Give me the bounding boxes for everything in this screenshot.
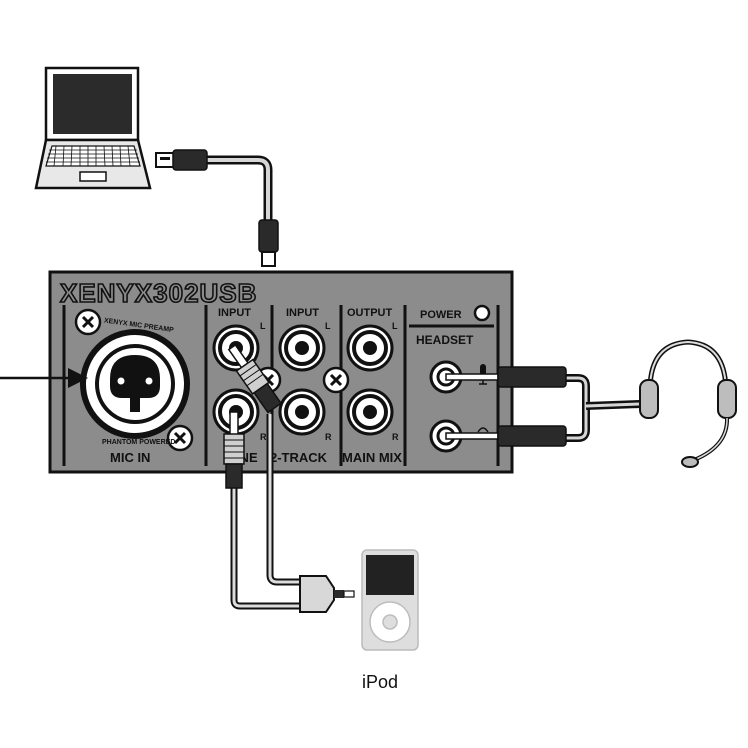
line-input-label: INPUT <box>218 307 251 319</box>
usb-plug-icon <box>155 149 208 171</box>
two-track-channel-right: R <box>325 432 332 442</box>
output-label: OUTPUT <box>347 307 393 319</box>
rca-plug-left <box>227 343 283 414</box>
rca-jack-icon <box>278 324 326 372</box>
usb-b-plug <box>258 219 279 267</box>
rca-jack-icon <box>278 388 326 436</box>
ipod-label: iPod <box>362 672 398 692</box>
screw-icon <box>74 308 102 336</box>
mic-input-arrow <box>0 368 88 388</box>
screw-icon <box>166 424 194 452</box>
phantom-powered-text: PHANTOM POWERED <box>102 439 175 446</box>
rca-jack-icon <box>346 324 394 372</box>
mic-in-label: MIC IN <box>110 450 150 465</box>
rca-cable <box>230 414 300 610</box>
power-led <box>473 304 491 322</box>
line-channel-left: L <box>260 321 266 331</box>
power-label: POWER <box>420 309 462 321</box>
two-track-channel-left: L <box>325 321 331 331</box>
main-mix-channel-right: R <box>392 432 399 442</box>
main-mix-label: MAIN MIX <box>342 450 402 465</box>
headset-icon <box>639 339 737 468</box>
ipod-icon <box>361 549 419 651</box>
headset-cable <box>565 374 641 442</box>
main-mix-channel-left: L <box>392 321 398 331</box>
usb-cable <box>205 155 273 222</box>
minijack-y-plug <box>299 575 355 613</box>
headset-label: HEADSET <box>416 333 474 347</box>
xlr-combo-jack-icon <box>80 329 190 439</box>
rca-plug-right <box>223 411 245 489</box>
headset-plug-bottom <box>445 425 567 447</box>
laptop-icon <box>34 66 152 190</box>
rca-jack-icon <box>346 388 394 436</box>
brand-logo: XENYX302USB <box>60 278 257 308</box>
screw-icon <box>322 366 350 394</box>
headset-plug-top <box>445 366 567 388</box>
headphone-symbol <box>477 427 489 433</box>
two-track-section-label: 2-TRACK <box>270 450 328 465</box>
line-channel-right: R <box>260 432 267 442</box>
two-track-input-label: INPUT <box>286 307 319 319</box>
